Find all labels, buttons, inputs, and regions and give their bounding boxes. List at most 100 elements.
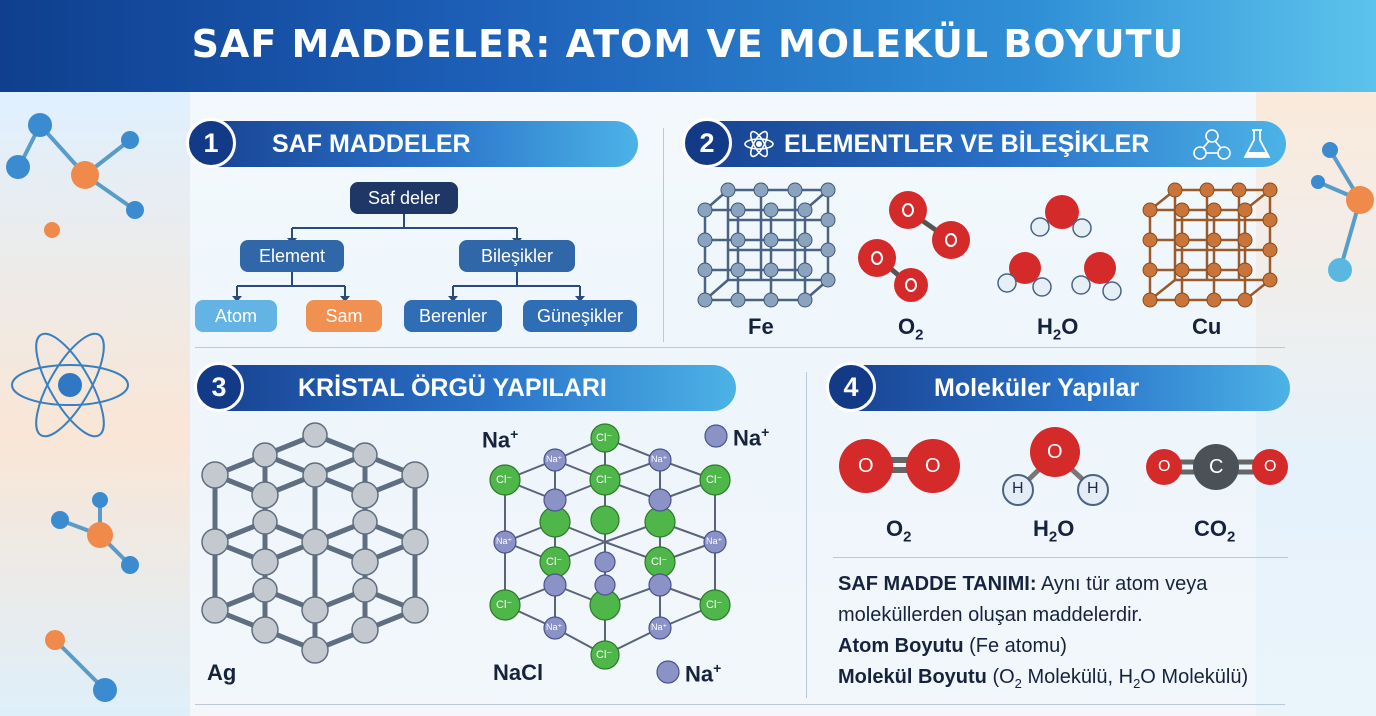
- molecule-size-text-1: (O: [986, 666, 1015, 688]
- cl-label: Cl⁻: [496, 599, 513, 611]
- na-label: Na⁺: [651, 622, 668, 632]
- o-letter: O: [1158, 458, 1171, 475]
- molecule-size-text-2: Molekülü, H: [1021, 666, 1134, 688]
- na-label: Na⁺: [546, 622, 563, 632]
- title-banner: SAF MADDELER: ATOM VE MOLEKÜL BOYUTU: [0, 0, 1376, 92]
- section-3-header: 3 KRİSTAL ÖRGÜ YAPILARI: [194, 362, 736, 412]
- label-mol-co2-main: CO: [1194, 516, 1227, 541]
- section-1-number: 1: [186, 118, 236, 168]
- cl-label: Cl⁻: [706, 599, 723, 611]
- molecule-size-label: Molekül Boyutu: [838, 666, 987, 688]
- h-letter: H: [1087, 480, 1099, 497]
- iron-lattice: [703, 188, 830, 302]
- label-mol-o2: O2: [886, 516, 911, 545]
- iron-atoms: [697, 182, 836, 308]
- o-letter: O: [1264, 458, 1277, 475]
- molecule-size-text-3: O Molekülü): [1140, 666, 1249, 688]
- label-mol-co2-sub: 2: [1227, 528, 1236, 546]
- na-text: Na: [482, 427, 511, 453]
- bottom-divider: [195, 704, 1285, 705]
- label-fe: Fe: [748, 314, 774, 339]
- molecule-size-sub-1: 2: [1014, 676, 1022, 691]
- na-label: Na⁺: [651, 454, 668, 464]
- sodium-ions: [493, 448, 727, 640]
- tree-root-node: Saf deler: [350, 182, 458, 214]
- cl-label: Cl⁻: [596, 432, 613, 444]
- tree-compound-node: Bileşikler: [459, 240, 575, 272]
- na-label: Na⁺: [496, 536, 513, 546]
- size-notes: Atom Boyutu (Fe atomu) Molekül Boyutu (O…: [838, 631, 1308, 699]
- na-text: Na: [733, 425, 762, 451]
- cl-label: Cl⁻: [546, 556, 563, 568]
- section-2-title: ELEMENTLER VE BİLEŞİKLER: [784, 130, 1150, 158]
- label-mol-h2o-sub: 2: [1048, 528, 1058, 546]
- plus-text: +: [761, 424, 770, 440]
- na-plus-label-top-right: Na+: [733, 424, 769, 451]
- label-mol-o2-sub: 2: [903, 528, 912, 546]
- definition-divider: [833, 557, 1288, 558]
- label-ag: Ag: [207, 660, 237, 685]
- section-4-header: 4 Moleküler Yapılar: [826, 362, 1290, 412]
- label-h2o-sub: 2: [1052, 326, 1062, 344]
- tree-leaf-berenler: Berenler: [404, 300, 502, 332]
- silver-atoms: [201, 422, 429, 664]
- tree-leaf-sam: Sam: [306, 300, 382, 332]
- definition-text: SAF MADDE TANIMI: Aynı tür atom veya mol…: [838, 569, 1298, 631]
- o-letter: O: [1047, 441, 1063, 463]
- chloride-ions: [489, 423, 731, 670]
- label-h2o-h: H: [1037, 314, 1053, 339]
- molecule-size-sub-2: 2: [1133, 676, 1141, 691]
- section-2-number: 2: [682, 118, 732, 168]
- label-mol-co2: CO2: [1194, 516, 1235, 545]
- definition-line-1: Aynı tür atom veya: [1036, 573, 1208, 595]
- label-mol-h2o-h: H: [1033, 516, 1049, 541]
- horizontal-divider: [195, 347, 1285, 348]
- page-title: SAF MADDELER: ATOM VE MOLEKÜL BOYUTU: [191, 22, 1185, 66]
- label-mol-h2o: H2O: [1033, 516, 1074, 545]
- label-nacl: NaCl: [493, 660, 544, 685]
- vertical-divider-top: [663, 128, 664, 342]
- atom-size-label: Atom Boyutu: [838, 635, 964, 657]
- tree-leaf-guneslikler: Güneşikler: [523, 300, 637, 332]
- label-h2o-o: O: [1061, 314, 1079, 339]
- oxygen-molecules: [858, 191, 970, 302]
- h2o-model: [1002, 427, 1109, 506]
- label-cu: Cu: [1192, 314, 1222, 339]
- label-h2o: H2O: [1037, 314, 1078, 343]
- definition-line-2: moleküllerden oluşan maddelerdir.: [838, 604, 1143, 626]
- c-letter: C: [1209, 456, 1224, 478]
- copper-atoms: [1142, 182, 1278, 308]
- o2-model: [839, 439, 960, 493]
- atom-size-text: (Fe atomu): [963, 635, 1067, 657]
- section-2-header: 2 ELEMENTLER VE BİLEŞİKLER: [682, 118, 1286, 168]
- definition-label: SAF MADDE TANIMI:: [838, 573, 1037, 595]
- section-1-title: SAF MADDELER: [272, 130, 471, 158]
- section-1-header: 1 SAF MADDELER: [186, 118, 638, 168]
- tree-leaf-atom: Atom: [195, 300, 277, 332]
- flask-icon: [1243, 129, 1271, 158]
- cl-label: Cl⁻: [706, 474, 723, 486]
- na-label: Na⁺: [546, 454, 563, 464]
- plus-text: +: [510, 426, 519, 442]
- legend-sodium-dots: [656, 424, 728, 684]
- cl-label: Cl⁻: [651, 556, 668, 568]
- plus-text: +: [713, 660, 722, 676]
- section-4-number: 4: [826, 362, 876, 412]
- water-molecules: [997, 195, 1122, 301]
- o-letter: O: [858, 455, 874, 477]
- section-3-number: 3: [194, 362, 244, 412]
- vertical-divider-bottom: [806, 372, 807, 698]
- cl-label: Cl⁻: [596, 649, 613, 661]
- h-letter: H: [1012, 480, 1024, 497]
- label-mol-o2-main: O: [886, 516, 904, 541]
- label-o2-sub: 2: [915, 326, 924, 344]
- na-label: Na⁺: [706, 536, 723, 546]
- molecule-icon: [1193, 129, 1231, 160]
- section-3-title: KRİSTAL ÖRGÜ YAPILARI: [298, 374, 607, 402]
- na-text: Na: [685, 661, 714, 687]
- na-plus-label-top-left: Na+: [482, 426, 518, 453]
